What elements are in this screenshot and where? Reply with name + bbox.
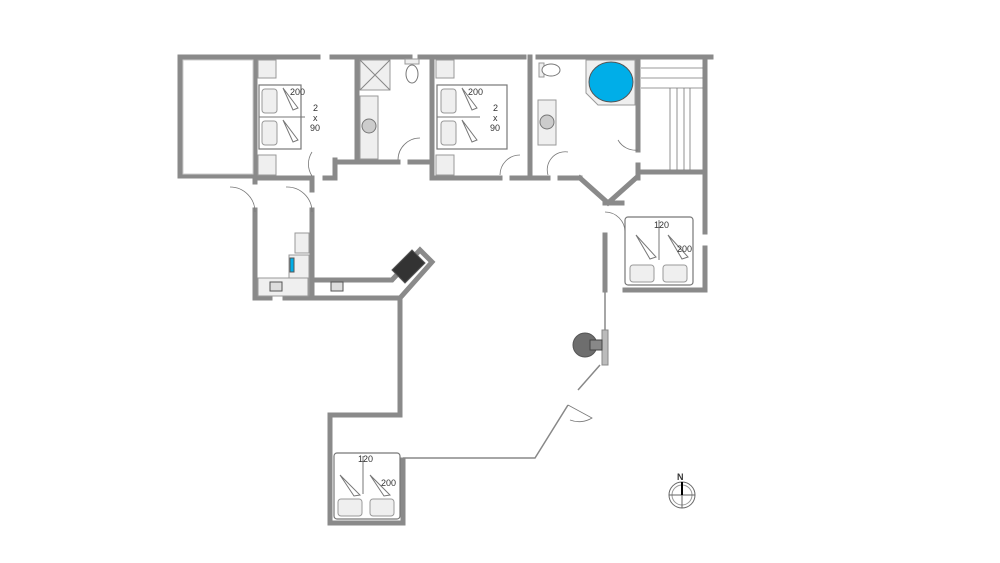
kitchen <box>257 232 426 297</box>
bed-width-label: 120 <box>654 220 669 230</box>
bed-x-label: x <box>493 113 498 123</box>
bed-width-label: 120 <box>358 454 373 464</box>
sauna <box>641 67 703 170</box>
bed-width-label: 90 <box>490 123 500 133</box>
bed-count-label: 2 <box>493 103 498 113</box>
bed-size-label: 200 <box>468 87 483 97</box>
bedroom-4: 120 200 <box>333 452 401 520</box>
glass-walls <box>403 292 609 459</box>
bedroom-1: 200 2 x 90 <box>257 59 320 176</box>
bedroom-3: 120 200 <box>624 216 694 286</box>
bed-length-label: 200 <box>381 478 396 488</box>
bathtub <box>588 61 634 103</box>
bed-length-label: 200 <box>677 244 692 254</box>
storage <box>182 59 254 175</box>
bed-count-label: 2 <box>313 103 318 113</box>
door-swings <box>229 137 639 423</box>
bathroom-2 <box>537 59 636 146</box>
bed-x-label: x <box>313 113 318 123</box>
walls <box>177 54 714 526</box>
bed-width-label: 90 <box>310 123 320 133</box>
north-label: N <box>677 472 684 482</box>
bed-size-label: 200 <box>290 87 305 97</box>
bedroom-2: 200 2 x 90 <box>435 59 508 176</box>
wood-stove <box>572 332 603 358</box>
bathroom-1 <box>359 58 420 160</box>
compass-icon: N <box>668 472 696 509</box>
